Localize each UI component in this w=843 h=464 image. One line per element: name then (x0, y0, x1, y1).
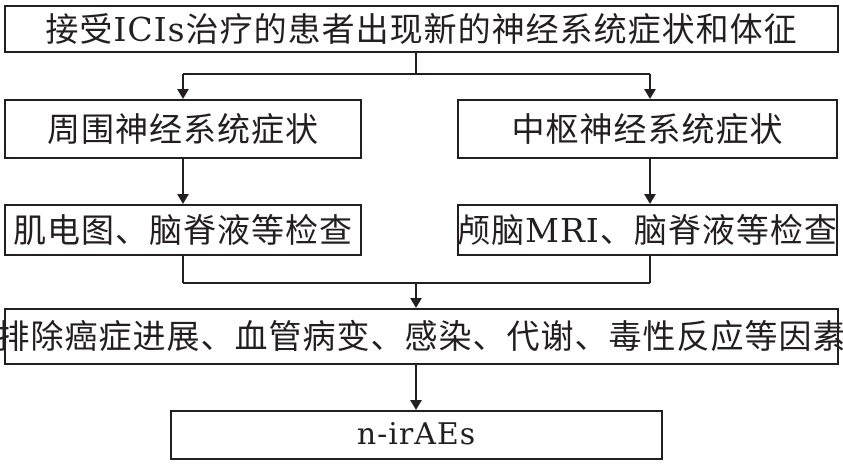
box-outcome: n-irAEs (170, 410, 663, 460)
arrowhead-peripheral (177, 89, 189, 99)
box-exclusion-factors: 排除癌症进展、血管病变、感染、代谢、毒性反应等因素 (0, 308, 843, 365)
arrowhead-peripheral-tests (177, 194, 189, 204)
box-exclusion-factors-label: 排除癌症进展、血管病变、感染、代谢、毒性反应等因素 (0, 317, 843, 356)
arrowhead-central-tests (644, 194, 656, 204)
arrowhead-central (644, 89, 656, 99)
box-new-neuro-symptoms: 接受ICIs治疗的患者出现新的神经系统症状和体征 (4, 5, 839, 53)
box-central-tests: 颅脑MRI、脑脊液等检查 (457, 204, 838, 256)
box-peripheral-tests-label: 肌电图、脑脊液等检查 (13, 210, 353, 250)
arrowhead-outcome (410, 400, 422, 410)
arrowhead-exclusion (410, 298, 422, 308)
box-new-neuro-symptoms-label: 接受ICIs治疗的患者出现新的神经系统症状和体征 (45, 9, 798, 49)
box-peripheral-symptoms-label: 周围神经系统症状 (47, 109, 319, 149)
box-central-tests-label: 颅脑MRI、脑脊液等检查 (457, 210, 838, 250)
box-central-symptoms-label: 中枢神经系统症状 (511, 109, 784, 149)
box-peripheral-tests: 肌电图、脑脊液等检查 (4, 204, 362, 256)
box-central-symptoms: 中枢神经系统症状 (457, 99, 838, 159)
box-peripheral-symptoms: 周围神经系统症状 (4, 99, 362, 159)
box-outcome-label: n-irAEs (356, 417, 477, 452)
